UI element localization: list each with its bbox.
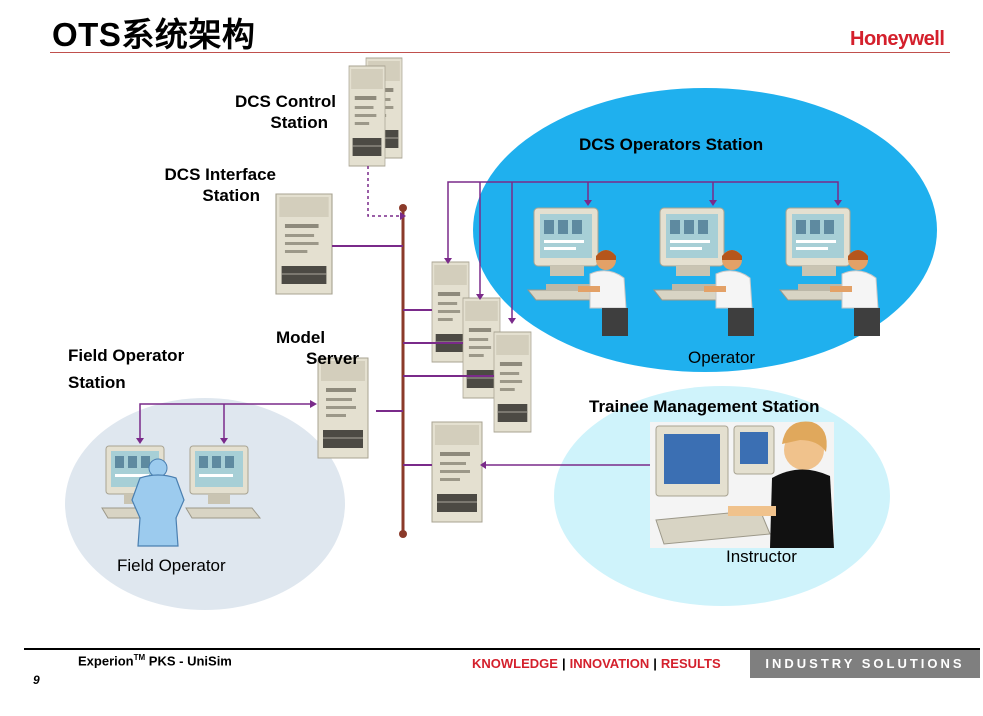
operator-caption: Operator: [688, 348, 756, 367]
instructor-icon: [650, 421, 834, 548]
control-link: [367, 166, 400, 217]
dcs-interface-station-icon: [275, 193, 333, 295]
field-links: [139, 403, 314, 440]
dcs-control-station-icon: [348, 57, 403, 167]
footer-product-name: ExperionTM PKS - UniSim: [78, 653, 232, 669]
trainee-server-icon: [431, 421, 483, 523]
bus-end-bottom: [399, 530, 407, 538]
brand-logo: Honeywell: [850, 28, 945, 50]
operator-links: [447, 181, 839, 322]
trainee-management-station-label: Trainee Management Station: [589, 397, 820, 416]
dcs-interface-station-label: DCS Interface Station: [164, 165, 276, 205]
model-server-icon: [317, 357, 369, 459]
field-operator-station-label: Field Operator Station: [68, 346, 185, 392]
instructor-caption: Instructor: [726, 547, 797, 566]
footer-divider: [24, 648, 980, 650]
dcs-operators-station-label: DCS Operators Station: [579, 135, 764, 154]
field-operator-caption: Field Operator: [117, 556, 226, 575]
page-number: 9: [33, 673, 40, 687]
model-server-label: Model Server: [276, 328, 359, 368]
dcs-control-station-label: DCS Control Station: [234, 92, 336, 132]
page-title: OTS系统架构: [52, 16, 256, 53]
bus-end-top: [399, 204, 407, 212]
industry-solutions-band: INDUSTRY SOLUTIONS: [750, 650, 980, 678]
title-divider: [50, 52, 950, 53]
field-operator-icon: [131, 458, 185, 547]
field-operator-zone: [65, 398, 345, 610]
bus-connectors: [332, 245, 494, 466]
footer-tagline: KNOWLEDGE|INNOVATION|RESULTS: [472, 656, 721, 671]
